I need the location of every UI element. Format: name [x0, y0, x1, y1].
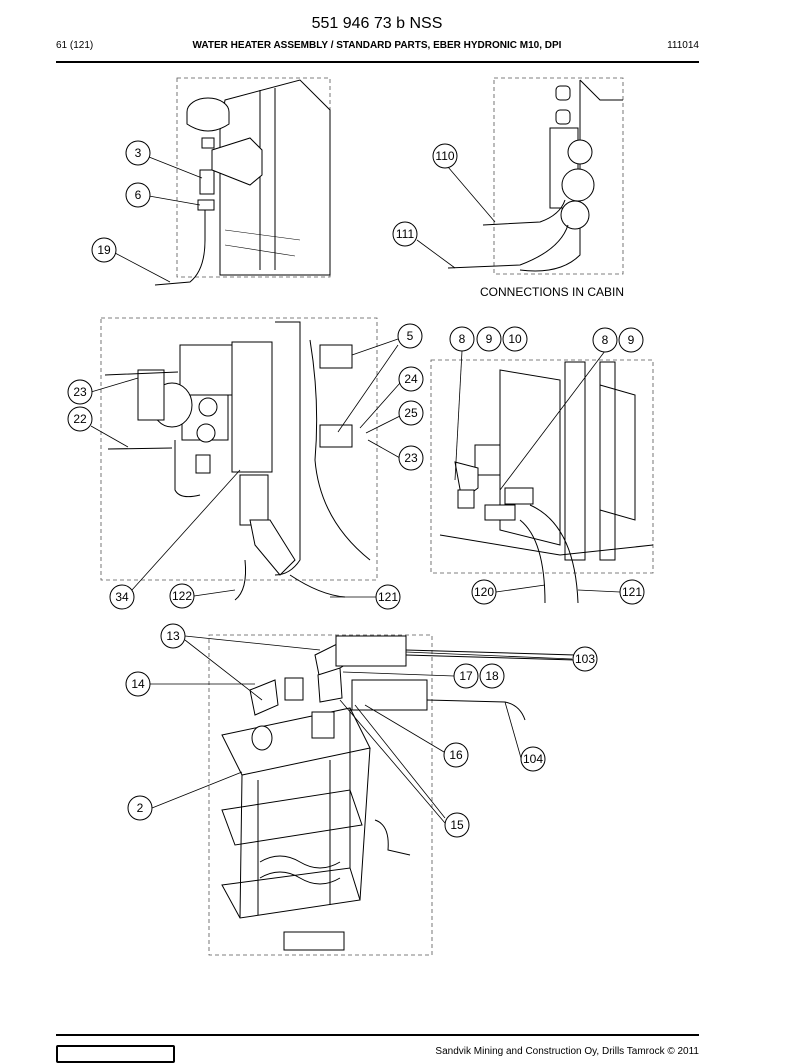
- footer-rule: [56, 1034, 699, 1036]
- callout-23-left: 23: [67, 379, 93, 405]
- callout-17: 17: [453, 663, 479, 689]
- svg-text:121: 121: [378, 590, 398, 604]
- svg-text:8: 8: [459, 332, 466, 346]
- svg-text:111: 111: [396, 227, 415, 241]
- svg-text:34: 34: [115, 590, 129, 604]
- callout-103: 103: [572, 646, 598, 672]
- callout-10: 10: [502, 326, 528, 352]
- svg-text:16: 16: [449, 748, 463, 762]
- svg-text:9: 9: [486, 332, 493, 346]
- svg-text:104: 104: [523, 752, 543, 766]
- callout-6: 6: [125, 182, 151, 208]
- callout-121-left: 121: [375, 584, 401, 610]
- callout-15: 15: [444, 812, 470, 838]
- header-rule: [56, 61, 699, 63]
- callout-8-left: 8: [449, 326, 475, 352]
- callout-13: 13: [160, 623, 186, 649]
- svg-text:18: 18: [485, 669, 499, 683]
- cabin-connections-caption: CONNECTIONS IN CABIN: [480, 285, 624, 299]
- svg-text:24: 24: [404, 372, 418, 386]
- svg-text:19: 19: [97, 243, 111, 257]
- callout-121-right: 121: [619, 579, 645, 605]
- footer-copyright: Sandvik Mining and Construction Oy, Dril…: [435, 1046, 699, 1057]
- svg-text:122: 122: [172, 589, 192, 603]
- callout-25: 25: [398, 400, 424, 426]
- svg-text:14: 14: [131, 677, 145, 691]
- callout-9-left: 9: [476, 326, 502, 352]
- callout-110: 110: [432, 143, 458, 169]
- callout-3: 3: [125, 140, 151, 166]
- svg-text:17: 17: [459, 669, 473, 683]
- detail-cabin-connections: [447, 77, 624, 275]
- svg-text:6: 6: [135, 188, 142, 202]
- callout-16: 16: [443, 742, 469, 768]
- detail-valve-block: [100, 317, 378, 601]
- callout-34: 34: [109, 584, 135, 610]
- callout-18: 18: [479, 663, 505, 689]
- detail-heater-unit: [208, 634, 576, 956]
- callout-9-right: 9: [618, 327, 644, 353]
- leader-lines: [90, 156, 621, 824]
- callout-2: 2: [127, 795, 153, 821]
- date-code: 111014: [667, 40, 699, 51]
- callout-24: 24: [398, 366, 424, 392]
- detail-cabin-pipes: [430, 359, 654, 604]
- svg-text:3: 3: [135, 146, 142, 160]
- page-title: WATER HEATER ASSEMBLY / STANDARD PARTS, …: [192, 40, 562, 51]
- callout-8-right: 8: [592, 327, 618, 353]
- callout-104: 104: [520, 746, 546, 772]
- callout-19: 19: [91, 237, 117, 263]
- callout-22: 22: [67, 406, 93, 432]
- svg-text:9: 9: [628, 333, 635, 347]
- callout-23-right: 23: [398, 445, 424, 471]
- svg-text:23: 23: [404, 451, 418, 465]
- svg-text:25: 25: [404, 406, 418, 420]
- svg-text:23: 23: [73, 385, 87, 399]
- detail-heater-mount: [154, 77, 331, 286]
- svg-text:8: 8: [602, 333, 609, 347]
- svg-text:103: 103: [575, 652, 595, 666]
- svg-text:2: 2: [137, 801, 144, 815]
- company-logo: [56, 1045, 175, 1063]
- svg-text:121: 121: [622, 585, 642, 599]
- callout-111: 111: [392, 221, 418, 247]
- svg-text:120: 120: [474, 585, 494, 599]
- page-number: 61 (121): [56, 40, 94, 51]
- callout-120: 120: [471, 579, 497, 605]
- callout-122: 122: [169, 583, 195, 609]
- svg-text:15: 15: [450, 818, 464, 832]
- callout-5: 5: [397, 323, 423, 349]
- svg-text:10: 10: [508, 332, 522, 346]
- callout-14: 14: [125, 671, 151, 697]
- svg-text:22: 22: [73, 412, 87, 426]
- svg-text:110: 110: [435, 149, 454, 163]
- svg-text:13: 13: [166, 629, 180, 643]
- svg-text:5: 5: [407, 329, 414, 343]
- document-number: 551 946 73 b NSS: [311, 15, 443, 32]
